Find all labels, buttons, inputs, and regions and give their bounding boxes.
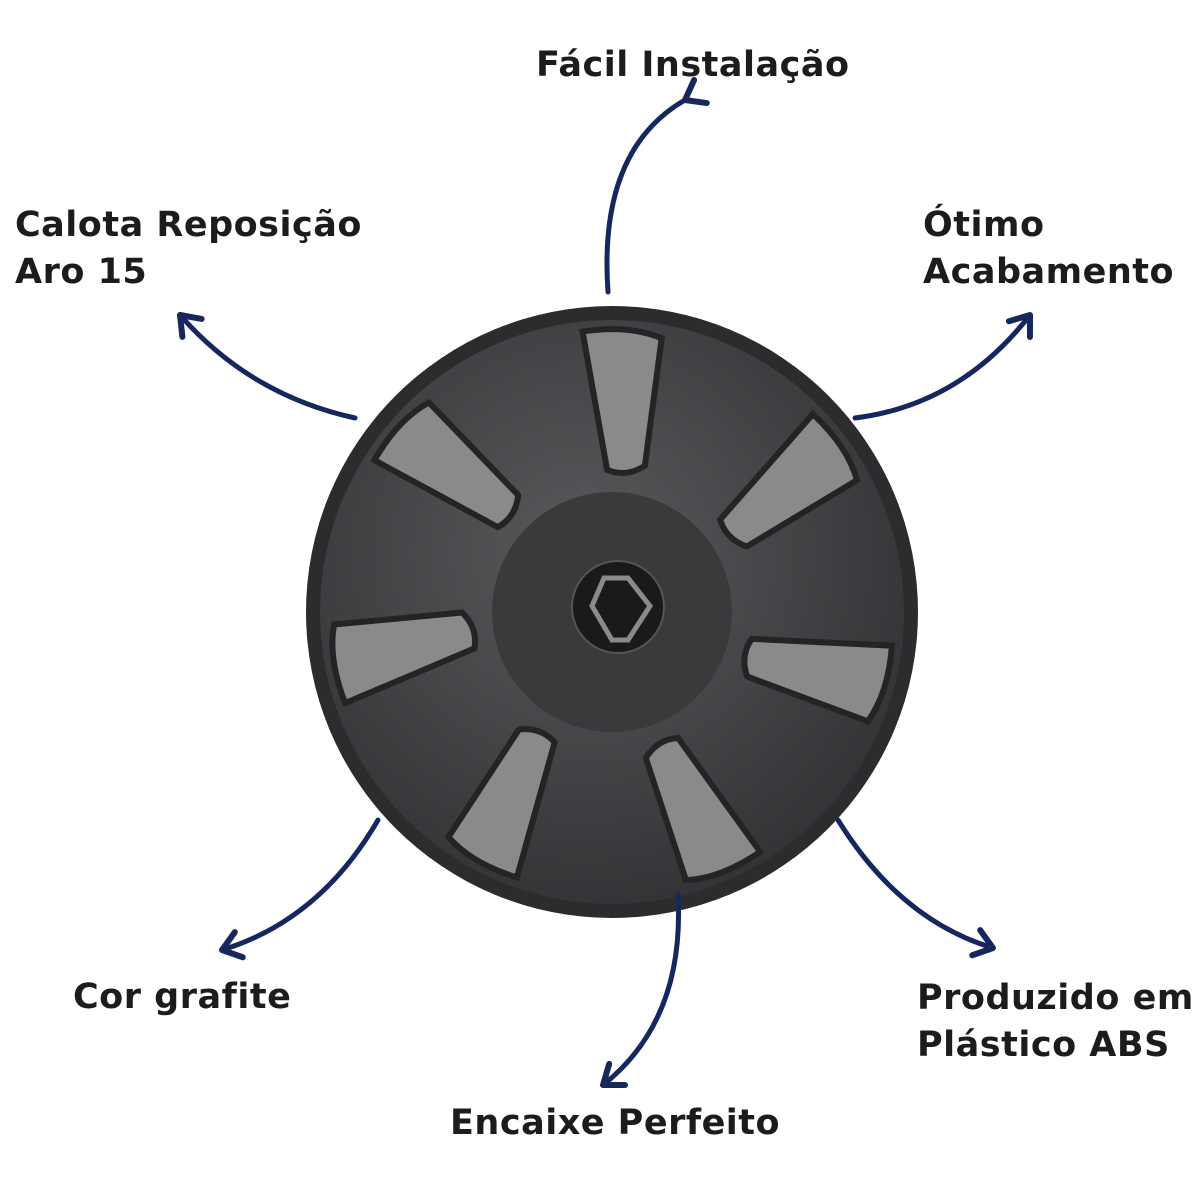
- label-finish-line2: Acabamento: [923, 252, 1175, 292]
- arrowhead-icon: [682, 76, 710, 107]
- label-easy-install: Fácil Instalação: [536, 45, 850, 85]
- hubcap-window: [579, 326, 665, 476]
- label-fit: Encaixe Perfeito: [450, 1103, 781, 1143]
- label-material-line1: Produzido em: [917, 978, 1194, 1018]
- hubcap-window: [444, 726, 559, 882]
- arrow-line: [835, 817, 996, 951]
- hubcap-window: [642, 734, 765, 884]
- diamond-logo-icon: [589, 575, 654, 643]
- brand-emblem: [571, 560, 665, 654]
- hubcap-window: [370, 398, 522, 531]
- hubcap-window: [741, 635, 896, 725]
- hubcap-windows: [329, 326, 896, 884]
- label-color: Cor grafite: [73, 977, 292, 1017]
- label-finish: Ótimo Acabamento: [923, 202, 1174, 296]
- hubcap-window: [329, 609, 478, 708]
- arrow-line: [852, 312, 1033, 421]
- arrowhead-icon: [600, 1060, 628, 1088]
- label-replacement: Calota Reposição Aro 15: [15, 202, 362, 296]
- hubcap-window: [716, 409, 861, 550]
- arrow-line: [604, 97, 688, 295]
- arrow-line: [219, 817, 381, 953]
- label-material: Produzido em Plástico ABS: [917, 975, 1194, 1069]
- arrow-line: [177, 312, 358, 421]
- hubcap-wheel: [306, 306, 918, 918]
- arrow-line: [600, 892, 682, 1088]
- label-replacement-line1: Calota Reposição: [15, 205, 362, 245]
- label-replacement-line2: Aro 15: [15, 252, 148, 292]
- arrows: [177, 76, 1033, 1088]
- arrowhead-icon: [1005, 312, 1033, 340]
- arrowhead-icon: [969, 927, 996, 959]
- label-finish-line1: Ótimo: [923, 205, 1045, 245]
- label-material-line2: Plástico ABS: [917, 1025, 1170, 1065]
- arrowhead-icon: [219, 929, 246, 961]
- arrowhead-icon: [177, 312, 205, 340]
